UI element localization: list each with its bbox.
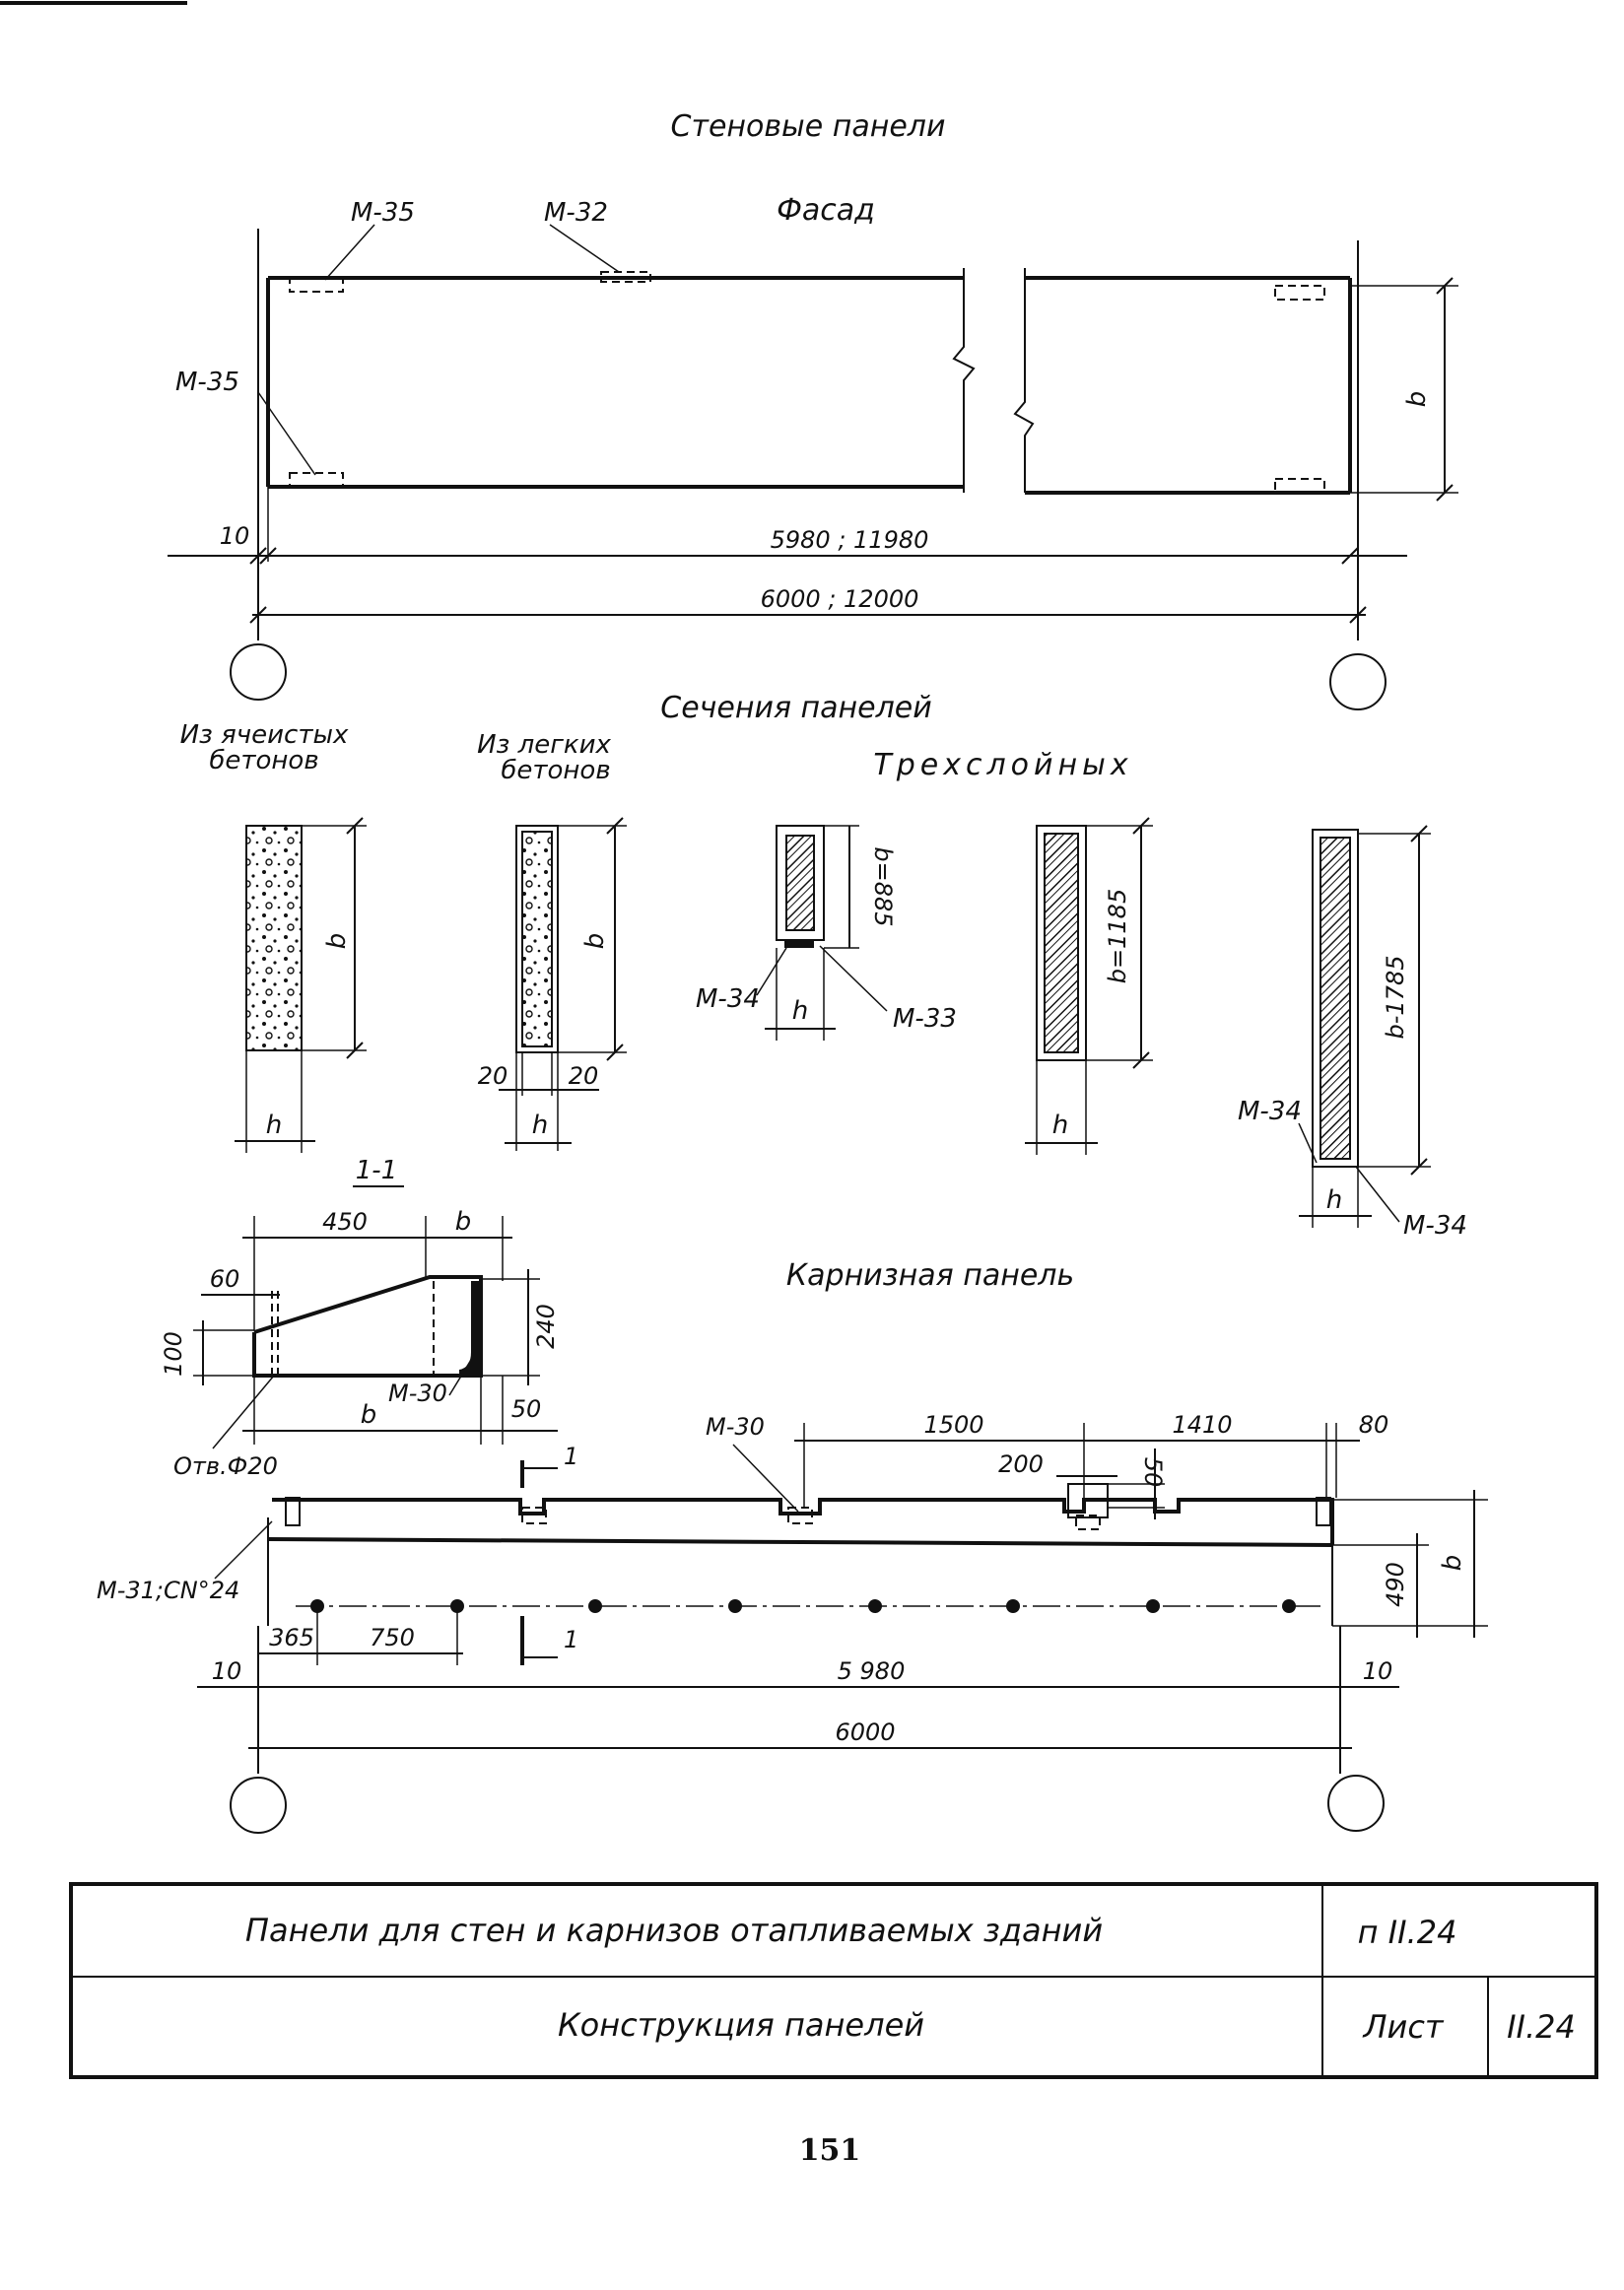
cellular-label-1: Из ячеистых <box>180 720 349 750</box>
stamp-title: Панели для стен и карнизов отапливаемых … <box>245 1912 1103 1949</box>
facade-label: Фасад <box>777 193 875 228</box>
cellular-dim-b: b <box>322 933 352 950</box>
s1785-m34a: М-34 <box>1238 1097 1302 1126</box>
cornice-axis-left <box>230 1777 287 1834</box>
cut-dim-60: 60 <box>210 1265 240 1293</box>
cornice-dim-200: 200 <box>998 1450 1044 1478</box>
mark-m35-left: М-35 <box>175 368 239 397</box>
cornice-m30: М-30 <box>706 1413 765 1441</box>
section-three-layer-885: b=885 h М-34 М-33 <box>696 825 957 1041</box>
light-dim-20a: 20 <box>478 1062 508 1090</box>
sheet-title: Стеновые панели <box>671 109 946 144</box>
s885-m33: М-33 <box>893 1004 957 1034</box>
cornice-label: Карнизная панель <box>786 1258 1074 1293</box>
cornice-dim-1500: 1500 <box>923 1411 983 1439</box>
light-dim-20b: 20 <box>569 1062 599 1090</box>
axis-bubble-left <box>230 643 287 701</box>
cornice-dim-80: 80 <box>1359 1411 1389 1439</box>
s1785-m34b: М-34 <box>1403 1211 1467 1241</box>
light-dim-h: h <box>532 1111 548 1140</box>
mark-m35-top: М-35 <box>351 198 415 228</box>
cellular-dim-h: h <box>266 1111 282 1140</box>
cornice-cut-a: 1 <box>564 1443 578 1470</box>
s1185-dim-h: h <box>1052 1111 1068 1140</box>
cut-dim-50: 50 <box>511 1395 542 1423</box>
title-block: Панели для стен и карнизов отапливаемых … <box>69 1882 1598 2079</box>
section-light: Из легких бетонов b 20 20 h <box>477 730 627 1151</box>
facade-dim-inner: 5980 ; 11980 <box>771 526 929 554</box>
s1185-dim-b: b=1185 <box>1104 889 1131 983</box>
page-number: 151 <box>799 2133 861 2168</box>
embed-m35-top <box>289 277 344 293</box>
three-layer-label: Трехслойных <box>873 748 1132 782</box>
cornice-dim-5980: 5 980 <box>838 1657 906 1685</box>
cut-dim-b1: b <box>455 1207 472 1237</box>
cornice-dim-50: 50 <box>1139 1457 1167 1488</box>
cornice-dim-6000: 6000 <box>835 1718 895 1746</box>
stamp-subtitle: Конструкция панелей <box>558 2006 924 2044</box>
facade-dim-outer: 6000 ; 12000 <box>761 585 919 613</box>
light-label-1: Из легких <box>477 730 611 760</box>
cornice-dim-365: 365 <box>269 1624 314 1651</box>
s885-dim-b: b=885 <box>869 846 897 926</box>
axis-bubble-right <box>1329 653 1387 710</box>
light-label-2: бетонов <box>501 756 610 785</box>
cornice-dim-750: 750 <box>370 1624 415 1651</box>
mark-m32: М-32 <box>544 198 608 228</box>
cornice-cut-b: 1 <box>564 1626 578 1653</box>
cut-hole: Отв.Ф20 <box>173 1452 278 1480</box>
stamp-sheet-no: II.24 <box>1507 2008 1576 2046</box>
s1785-dim-h: h <box>1326 1185 1342 1215</box>
cut-dim-450: 450 <box>322 1208 368 1236</box>
cellular-label-2: бетонов <box>209 746 318 775</box>
cornice-dim-10l: 10 <box>212 1657 242 1685</box>
cornice-dim-10r: 10 <box>1363 1657 1393 1685</box>
cornice-dim-490: 490 <box>1382 1562 1409 1607</box>
cut-dim-100: 100 <box>160 1331 187 1377</box>
cornice-dim-b: b <box>1438 1555 1467 1572</box>
cornice-m31: М-31;СN°24 <box>97 1577 239 1604</box>
s885-m34: М-34 <box>696 984 760 1014</box>
embed-m35-bottom <box>289 472 344 488</box>
s885-dim-h: h <box>792 996 808 1026</box>
cut-dim-b2: b <box>361 1400 377 1430</box>
cornice-axis-right <box>1327 1775 1385 1832</box>
cut-label: 1-1 <box>356 1156 397 1185</box>
section-cellular: Из ячеистых бетонов b h <box>180 720 367 1153</box>
section-three-layer-1785: b-1785 h М-34 М-34 <box>1238 825 1467 1241</box>
s1785-dim-b: b-1785 <box>1382 956 1409 1040</box>
sections-title: Сечения панелей <box>660 691 931 725</box>
light-dim-b: b <box>580 933 610 950</box>
stamp-code: п II.24 <box>1358 1914 1457 1951</box>
facade-dim-b: b <box>1402 391 1432 408</box>
section-three-layer-1185: b=1185 h <box>1025 817 1153 1155</box>
stamp-sheet-label: Лист <box>1362 2008 1444 2046</box>
cut-m30: М-30 <box>388 1380 447 1407</box>
facade-dim-10: 10 <box>220 522 250 550</box>
cornice-panel: Карнизная панель 1500 1410 80 М-30 <box>97 1258 1488 1834</box>
cut-1-1: 1-1 450 b 60 100 240 b 50 М-30 <box>160 1156 560 1480</box>
cornice-dim-1410: 1410 <box>1172 1411 1232 1439</box>
facade-view: Фасад М-35 М-32 М-35 b <box>168 193 1458 710</box>
cut-dim-240: 240 <box>532 1304 560 1349</box>
